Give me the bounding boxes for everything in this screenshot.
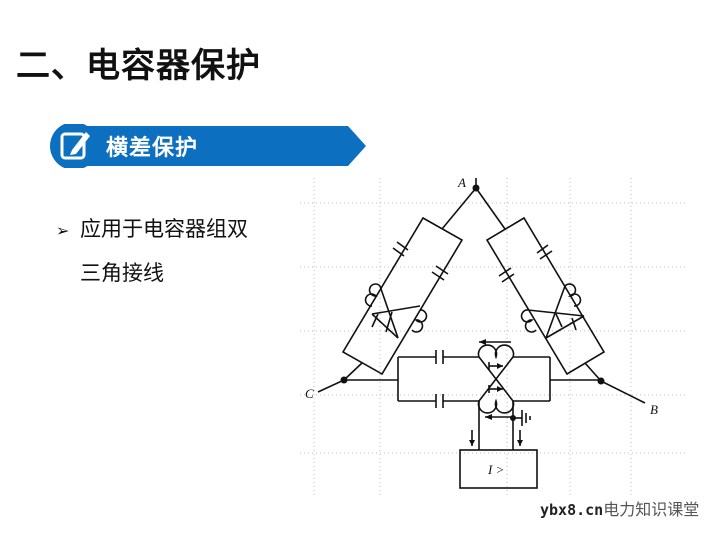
bullet-item: ➢ 应用于电容器组双 三角接线 [56, 208, 248, 294]
bullet-line-1: 应用于电容器组双 [80, 217, 248, 241]
ct-coil-right-a [564, 283, 582, 307]
watermark-domain: ybx8.cn [540, 501, 604, 519]
edit-icon [60, 132, 90, 160]
node-b-dot [597, 377, 605, 385]
capacitor-left-1 [392, 241, 409, 257]
section-label: 横差保护 [106, 136, 199, 161]
banner-shape [50, 124, 366, 168]
capacitor-bottom [435, 394, 444, 408]
capacitor-right-1 [536, 244, 553, 260]
node-c-label: C [305, 386, 314, 401]
slide-title: 二、电容器保护 [16, 46, 261, 86]
bullet-arrow-icon: ➢ [56, 221, 70, 240]
capacitor-left-2 [431, 265, 449, 281]
node-a-dot [472, 184, 480, 192]
watermark-brand: 电力知识课堂 [603, 500, 700, 519]
capacitor-top [435, 350, 444, 364]
bullet-line-2: 三角接线 [80, 261, 164, 285]
node-b-label: B [650, 402, 658, 417]
circuit-diagram: A C B I > [298, 168, 690, 502]
relay-label: I > [487, 462, 504, 477]
watermark: ybx8.cn电力知识课堂 [540, 496, 699, 520]
ct-coil-left-a [364, 283, 381, 307]
relay-box [459, 449, 538, 489]
grid [300, 178, 688, 495]
ct-coil-left-b [411, 309, 428, 333]
ct-coil-right-b [520, 309, 537, 333]
node-a-label: A [457, 175, 466, 190]
ct-coil-bottom [477, 398, 515, 414]
ct-coil-top [477, 344, 515, 360]
node-c-dot [340, 376, 348, 384]
ground-dot [510, 415, 516, 421]
section-banner: 横差保护 [48, 124, 368, 168]
capacitor-right-2 [498, 267, 515, 283]
